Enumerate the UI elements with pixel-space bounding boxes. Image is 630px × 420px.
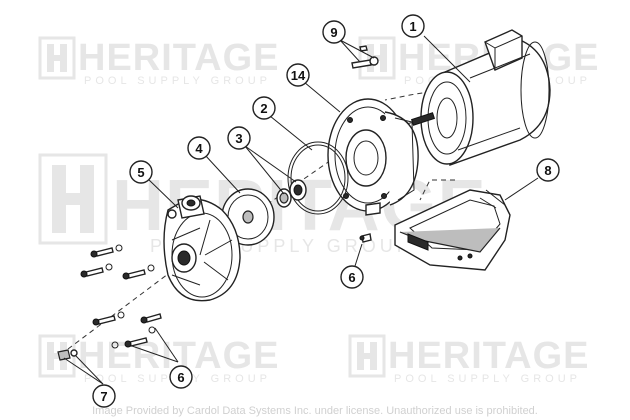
callout-number: 4 <box>195 141 203 156</box>
callout-number: 1 <box>409 19 416 34</box>
watermark-top-left: HERITAGE POOL SUPPLY GROUP <box>38 36 280 87</box>
bolt <box>122 264 155 280</box>
callout-14: 14 <box>286 63 310 87</box>
bolt <box>80 263 113 278</box>
callout-number: 14 <box>291 68 306 83</box>
housing-bolts <box>80 233 372 349</box>
bolt <box>92 311 125 326</box>
image-credit: Image Provided by Cardol Data Systems In… <box>92 405 538 417</box>
callout-number: 7 <box>100 389 107 404</box>
watermark-bottom-right: HERITAGE POOL SUPPLY GROUP <box>348 334 590 385</box>
bolt <box>90 244 123 258</box>
callout-6-right: 6 <box>340 265 364 289</box>
pump-housing <box>163 195 241 302</box>
watermark-tagline: POOL SUPPLY GROUP <box>394 373 581 385</box>
callout-6-bottom: 6 <box>169 365 193 389</box>
callout-number: 6 <box>177 370 184 385</box>
callout-number: 6 <box>348 270 355 285</box>
callout-4: 4 <box>187 136 211 160</box>
mechanical-seal <box>276 179 307 208</box>
drain-screw <box>359 233 372 243</box>
mounting-bolts <box>351 45 379 69</box>
callout-7: 7 <box>92 384 116 408</box>
callout-number: 5 <box>137 165 144 180</box>
bolt <box>111 337 148 349</box>
motor-base <box>394 189 511 271</box>
watermark-brand: HERITAGE <box>78 37 280 79</box>
callout-9: 9 <box>322 20 346 44</box>
watermark-tagline: POOL SUPPLY GROUP <box>84 75 271 87</box>
motor <box>410 29 551 166</box>
drain-plug <box>57 349 78 361</box>
callout-number: 9 <box>330 25 337 40</box>
callout-3: 3 <box>227 126 251 150</box>
leader-lines <box>63 35 539 385</box>
callout-number: 3 <box>235 131 242 146</box>
bolt <box>140 313 162 334</box>
callout-number: 2 <box>260 101 267 116</box>
callout-2: 2 <box>252 96 276 120</box>
callout-8: 8 <box>536 158 560 182</box>
callout-1: 1 <box>401 14 425 38</box>
watermark-brand: HERITAGE <box>388 335 590 377</box>
callout-5: 5 <box>129 160 153 184</box>
callout-number: 8 <box>544 163 551 178</box>
